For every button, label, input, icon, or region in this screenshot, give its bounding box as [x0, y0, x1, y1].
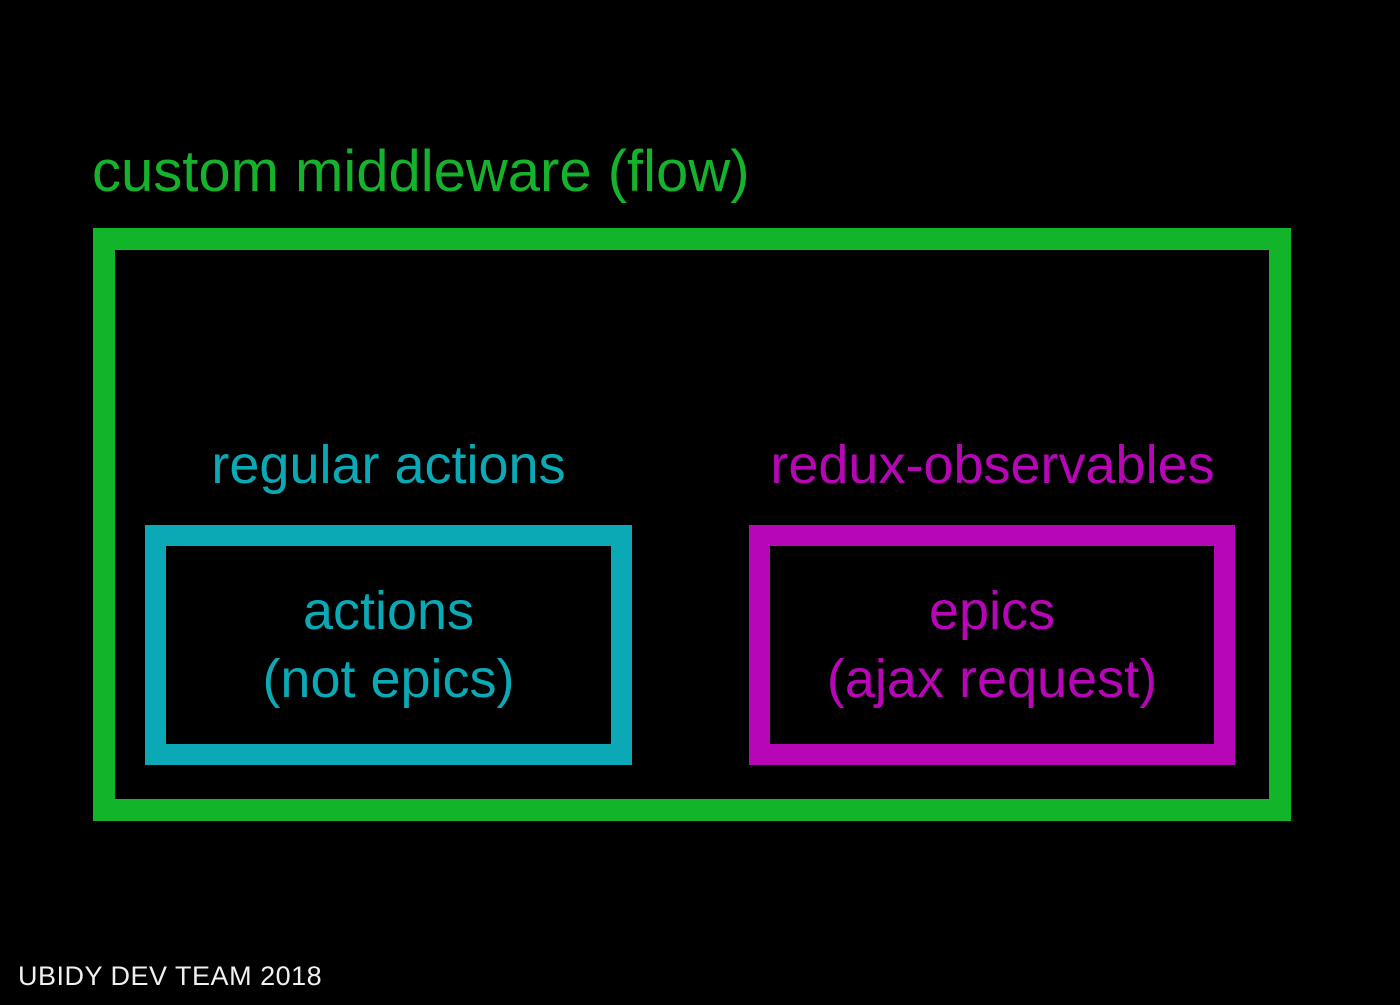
- slide-footer-credit: UBIDY DEV TEAM 2018: [18, 961, 323, 991]
- regular-actions-label: regular actions: [211, 435, 566, 495]
- redux-observables-label: redux-observables: [770, 435, 1215, 495]
- redux-observables-box-line-2: (ajax request): [826, 649, 1158, 709]
- regular-actions-box-line-2: (not epics): [262, 649, 515, 709]
- redux-observables-box-line-1: epics: [928, 581, 1056, 641]
- regular-actions-box: actions (not epics): [145, 525, 632, 765]
- slide-title: custom middleware (flow): [92, 139, 750, 204]
- regular-actions-box-line-1: actions: [302, 581, 475, 641]
- redux-observables-box: epics (ajax request): [749, 525, 1235, 765]
